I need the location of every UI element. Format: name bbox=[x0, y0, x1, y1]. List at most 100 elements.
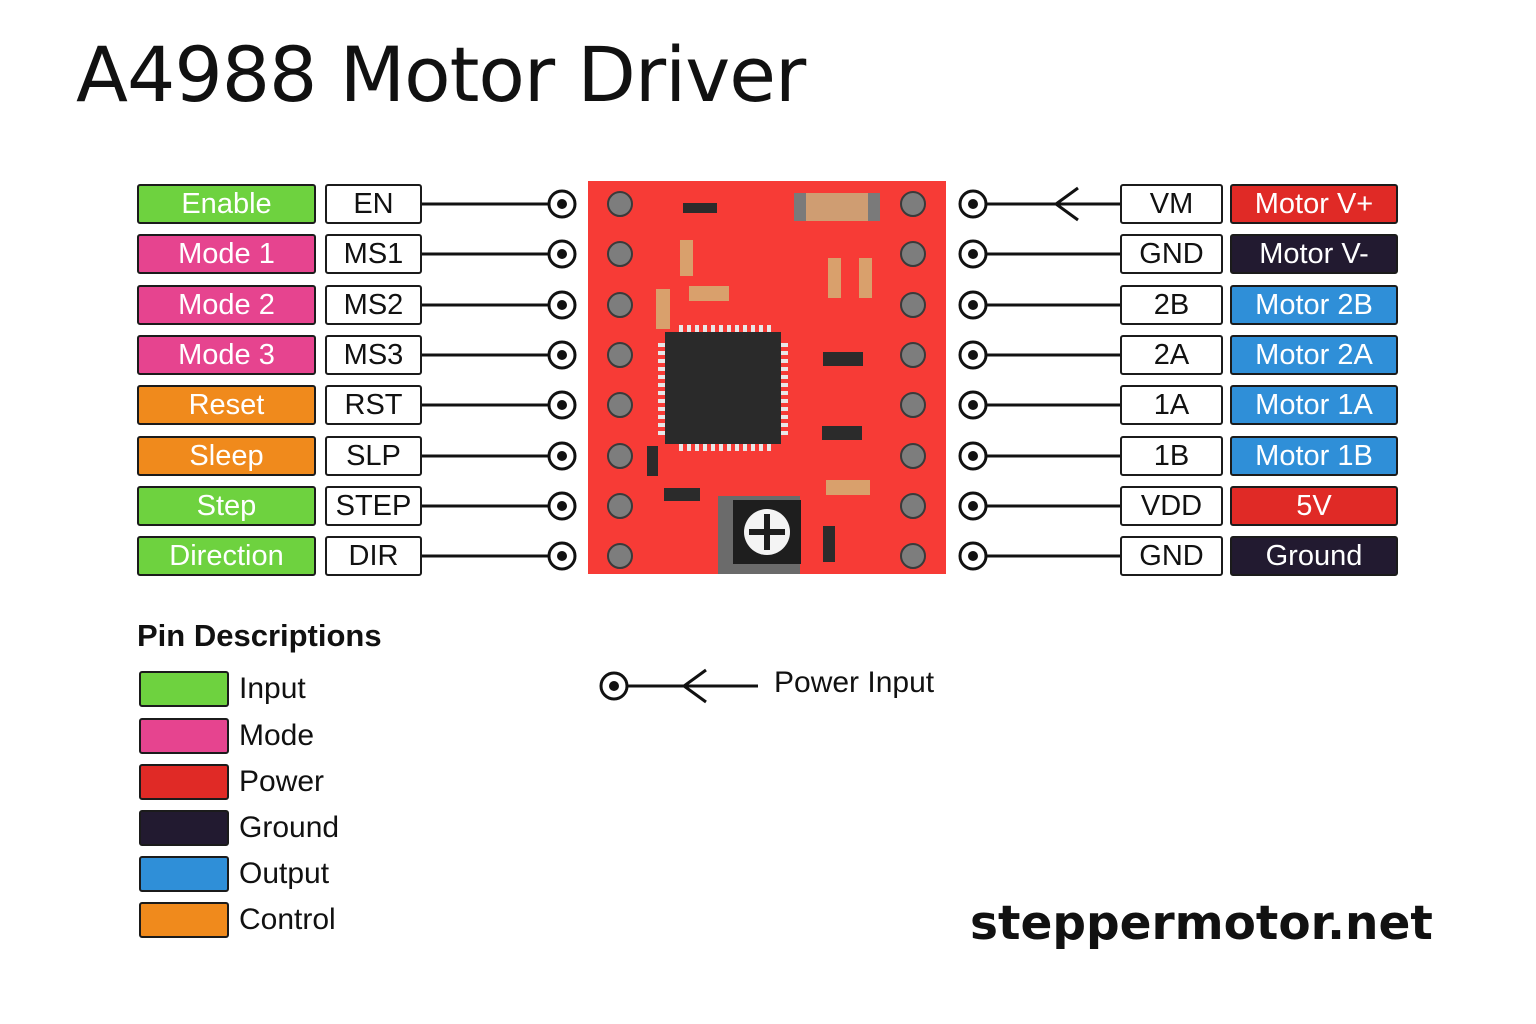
header-pad bbox=[607, 292, 633, 318]
pin-name-ms3: Mode 3 bbox=[137, 335, 316, 375]
legend-swatch-power bbox=[139, 764, 229, 800]
smd-component bbox=[823, 352, 863, 366]
header-pad bbox=[900, 443, 926, 469]
pin-wires bbox=[422, 186, 1120, 571]
pin-terminal-icon bbox=[958, 340, 988, 370]
header-pad bbox=[607, 443, 633, 469]
header-pad bbox=[607, 241, 633, 267]
legend-label-power: Power bbox=[239, 765, 325, 798]
header-pad bbox=[607, 392, 633, 418]
smd-component bbox=[823, 526, 835, 562]
smd-component bbox=[689, 286, 729, 301]
legend-swatch-mode bbox=[139, 718, 229, 754]
pin-name-dir: Direction bbox=[137, 536, 316, 576]
legend-label-input: Input bbox=[239, 672, 306, 705]
header-pad bbox=[900, 543, 926, 569]
pin-abbr-en: EN bbox=[325, 184, 422, 224]
pin-abbr-vm-0: VM bbox=[1120, 184, 1223, 224]
smd-resistor bbox=[683, 203, 717, 213]
legend-swatch-ground bbox=[139, 810, 229, 846]
header-pads bbox=[607, 191, 926, 569]
legend-swatch-control bbox=[139, 902, 229, 938]
pin-abbr-1b-5: 1B bbox=[1120, 436, 1223, 476]
smd-component bbox=[647, 446, 658, 476]
pin-abbr-2b-2: 2B bbox=[1120, 285, 1223, 325]
footer-site: steppermotor.net bbox=[970, 896, 1433, 951]
header-pad bbox=[607, 493, 633, 519]
smd-component bbox=[828, 258, 841, 298]
pin-name-1b-5: Motor 1B bbox=[1230, 436, 1398, 476]
pin-terminal-icon bbox=[958, 290, 988, 320]
legend-label-ground: Ground bbox=[239, 811, 340, 844]
power-input-legend-symbol bbox=[599, 668, 758, 704]
smd-component bbox=[826, 480, 870, 495]
smd-component bbox=[822, 426, 862, 440]
header-pad bbox=[900, 493, 926, 519]
pin-abbr-ms1: MS1 bbox=[325, 234, 422, 274]
pin-abbr-1a-4: 1A bbox=[1120, 385, 1223, 425]
pin-name-gnd-7: Ground bbox=[1230, 536, 1398, 576]
legend-swatch-input bbox=[139, 671, 229, 707]
header-pad bbox=[607, 543, 633, 569]
pin-terminal-icon bbox=[958, 390, 988, 420]
pin-terminal-icon bbox=[958, 491, 988, 521]
header-pad bbox=[900, 392, 926, 418]
pin-name-ms2: Mode 2 bbox=[137, 285, 316, 325]
header-pad bbox=[607, 342, 633, 368]
pin-abbr-gnd-7: GND bbox=[1120, 536, 1223, 576]
arrow-icon bbox=[681, 668, 707, 704]
pin-terminal-icon bbox=[547, 541, 577, 571]
pin-terminal-icon bbox=[958, 189, 988, 219]
pin-abbr-vdd-6: VDD bbox=[1120, 486, 1223, 526]
pin-abbr-ms2: MS2 bbox=[325, 285, 422, 325]
header-pad bbox=[900, 241, 926, 267]
driver-board bbox=[588, 181, 946, 574]
pin-name-2a-3: Motor 2A bbox=[1230, 335, 1398, 375]
header-pad bbox=[900, 191, 926, 217]
pin-abbr-gnd-1: GND bbox=[1120, 234, 1223, 274]
pin-name-1a-4: Motor 1A bbox=[1230, 385, 1398, 425]
header-pad bbox=[900, 292, 926, 318]
pin-abbr-step: STEP bbox=[325, 486, 422, 526]
smd-component bbox=[656, 289, 670, 329]
smd-component bbox=[664, 488, 700, 501]
legend-label-output: Output bbox=[239, 857, 330, 890]
pin-terminal-icon bbox=[958, 239, 988, 269]
pin-terminal-icon bbox=[547, 340, 577, 370]
legend-title: Pin Descriptions bbox=[137, 618, 382, 653]
pin-terminal-icon bbox=[958, 441, 988, 471]
pin-abbr-slp: SLP bbox=[325, 436, 422, 476]
pin-name-vdd-6: 5V bbox=[1230, 486, 1398, 526]
pin-name-ms1: Mode 1 bbox=[137, 234, 316, 274]
a4988-chip bbox=[665, 332, 781, 444]
smd-capacitor bbox=[794, 193, 880, 221]
pin-terminal-icon bbox=[958, 541, 988, 571]
pin-name-2b-2: Motor 2B bbox=[1230, 285, 1398, 325]
pin-terminal-icon bbox=[547, 441, 577, 471]
pin-abbr-dir: DIR bbox=[325, 536, 422, 576]
header-pad bbox=[900, 342, 926, 368]
header-pad bbox=[607, 191, 633, 217]
ic-pins bbox=[658, 325, 788, 451]
pin-name-gnd-1: Motor V- bbox=[1230, 234, 1398, 274]
pin-abbr-ms3: MS3 bbox=[325, 335, 422, 375]
pin-name-rst: Reset bbox=[137, 385, 316, 425]
pin-terminal-icon bbox=[547, 189, 577, 219]
pin-name-step: Step bbox=[137, 486, 316, 526]
power-input-note: Power Input bbox=[774, 666, 935, 699]
smd-component bbox=[680, 240, 693, 276]
smd-component bbox=[859, 258, 872, 298]
pin-terminal-icon bbox=[547, 390, 577, 420]
power-arrow-icon bbox=[1053, 186, 1079, 222]
page-title: A4988 Motor Driver bbox=[76, 30, 806, 119]
legend-label-control: Control bbox=[239, 903, 336, 936]
pin-terminal-icon bbox=[547, 290, 577, 320]
pin-abbr-2a-3: 2A bbox=[1120, 335, 1223, 375]
legend-label-mode: Mode bbox=[239, 719, 315, 752]
pin-name-slp: Sleep bbox=[137, 436, 316, 476]
pin-terminal-icon bbox=[547, 239, 577, 269]
pin-terminal-icon bbox=[547, 491, 577, 521]
legend-swatch-output bbox=[139, 856, 229, 892]
pin-name-en: Enable bbox=[137, 184, 316, 224]
